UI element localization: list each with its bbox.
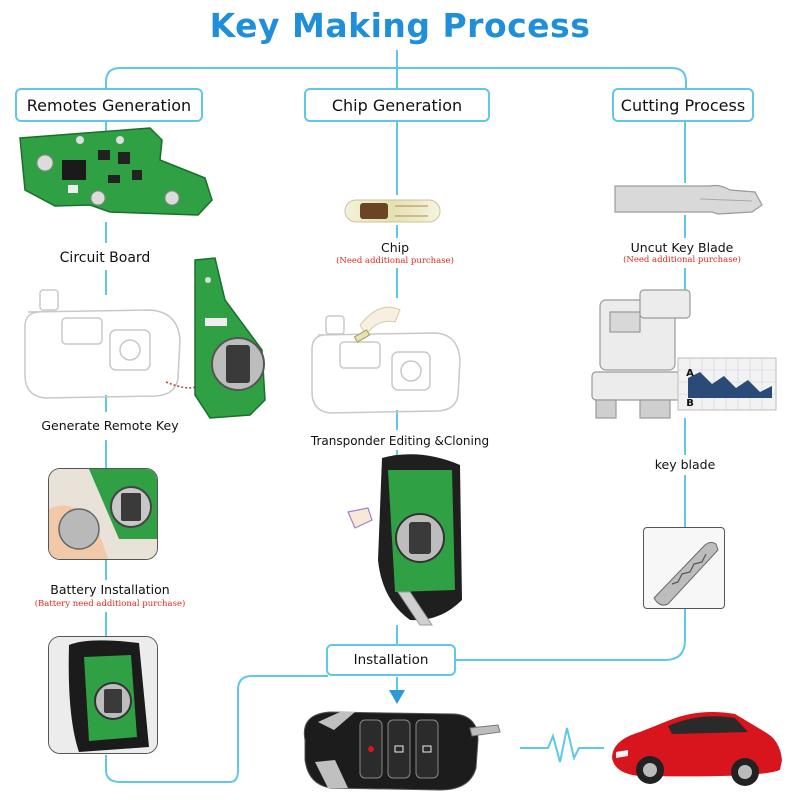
header-cutting-process: Cutting Process <box>612 88 754 122</box>
label-uncut-key-blade: Uncut Key Blade <box>630 240 734 255</box>
note-blade-purchase: (Need additional purchase) <box>623 255 741 265</box>
note-chip-purchase: (Need additional purchase) <box>336 256 454 266</box>
cut-key-blade-photo <box>643 527 725 609</box>
label-key-blade: key blade <box>654 457 716 472</box>
page-title: Key Making Process <box>209 6 591 45</box>
label-transponder-editing: Transponder Editing &Cloning <box>310 434 490 448</box>
panic-button-icon <box>368 746 374 752</box>
label-generate-remote-key: Generate Remote Key <box>41 418 179 433</box>
chip-icon <box>62 160 86 180</box>
header-chip-generation: Chip Generation <box>304 88 490 122</box>
label-battery-installation: Battery Installation <box>50 582 170 597</box>
label-chip: Chip <box>380 240 410 255</box>
lock-icon <box>394 745 404 753</box>
graph-label-a: A <box>686 368 694 379</box>
finger-pointer-icon <box>347 507 373 529</box>
header-remotes-generation: Remotes Generation <box>15 88 203 122</box>
graph-label-b: B <box>686 398 694 409</box>
installation-box: Installation <box>326 644 456 676</box>
battery-installation-photo <box>48 468 158 560</box>
remote-shell-photo <box>48 636 158 754</box>
note-battery-purchase: (Battery need additional purchase) <box>34 599 186 609</box>
label-circuit-board: Circuit Board <box>59 250 151 266</box>
key-cut-graph <box>677 357 777 411</box>
unlock-icon <box>422 745 432 753</box>
arrow-down-icon <box>389 690 405 704</box>
